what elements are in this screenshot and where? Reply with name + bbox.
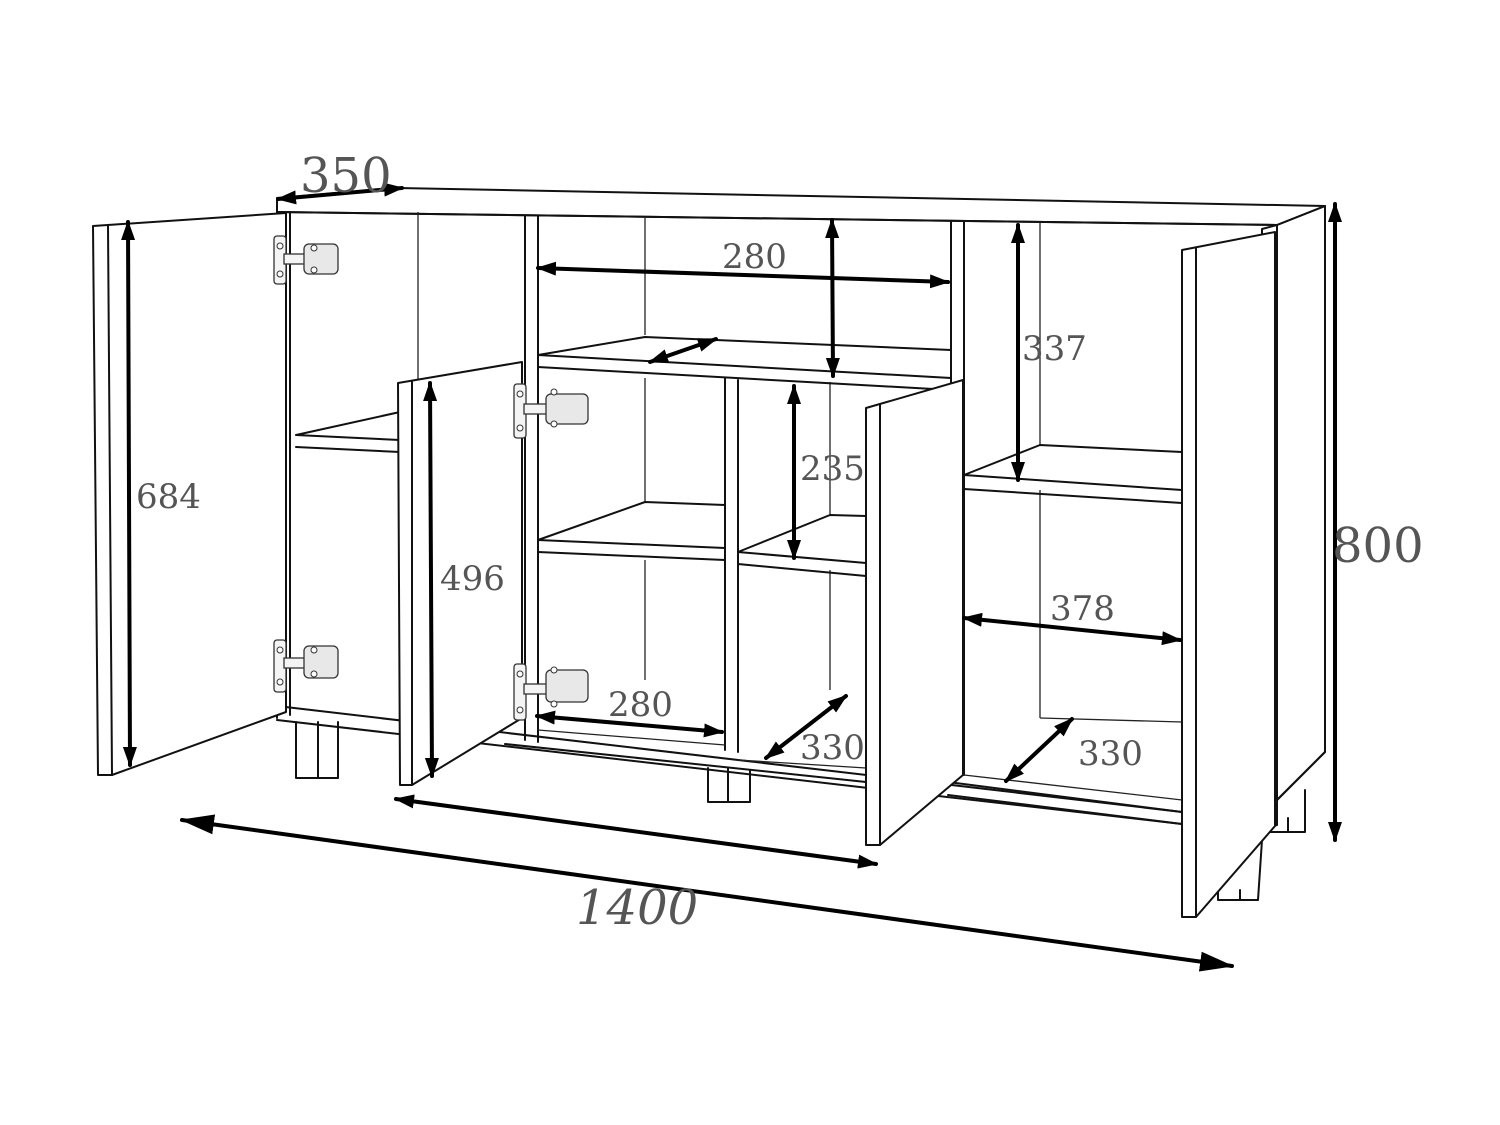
label-total-width: 1400 [576, 880, 698, 936]
arrow-height-337-center [825, 218, 840, 378]
arrow-height-496 [423, 381, 439, 778]
hinge [513, 663, 589, 721]
label-lower-center-depth: 330 [800, 728, 865, 768]
label-mid-compartment-height: 235 [800, 449, 865, 489]
dimension-arrows [121, 182, 1342, 972]
hinge [273, 639, 339, 693]
dimension-labels: 350 684 496 280 337 235 280 330 378 330 … [136, 148, 1424, 936]
label-depth: 350 [300, 148, 392, 204]
arrow-height-684 [121, 220, 137, 767]
label-center-door-height: 496 [440, 559, 505, 599]
door-left [92, 212, 287, 776]
label-left-door-height: 684 [136, 477, 201, 517]
arrow-width-280-top [536, 261, 950, 289]
label-right-compartment-depth: 330 [1078, 734, 1143, 774]
divider-center [724, 377, 739, 753]
arrow-total-width-1400 [180, 814, 1234, 972]
arrow-width-280-bottom [535, 710, 724, 738]
label-total-height: 800 [1332, 518, 1424, 574]
arrow-depth-330-right [1004, 717, 1074, 783]
door-right [1181, 231, 1276, 918]
label-top-shelf-width: 280 [722, 237, 787, 277]
leg [295, 721, 339, 779]
shelf-mid-left [537, 501, 726, 561]
label-right-compartment-width: 378 [1050, 589, 1115, 629]
shelf-mid-right [737, 514, 867, 577]
hinge [513, 383, 589, 439]
arrow-depth-330-center [764, 694, 848, 760]
shelf-left [295, 411, 401, 453]
arrow-depth-350 [276, 182, 404, 205]
doors [92, 212, 1276, 918]
door-center-right [865, 379, 964, 846]
hinge [273, 235, 339, 285]
label-lower-left-width: 280 [608, 685, 673, 725]
shelf-top-center [537, 336, 952, 391]
divider-left [524, 215, 539, 743]
shelf-right [963, 444, 1183, 504]
label-top-shelf-height: 337 [1022, 329, 1087, 369]
arrow-width-378 [962, 612, 1182, 646]
arrow-depth-shelf-top [648, 337, 718, 364]
arrow-width-inner-bottom [394, 794, 878, 869]
